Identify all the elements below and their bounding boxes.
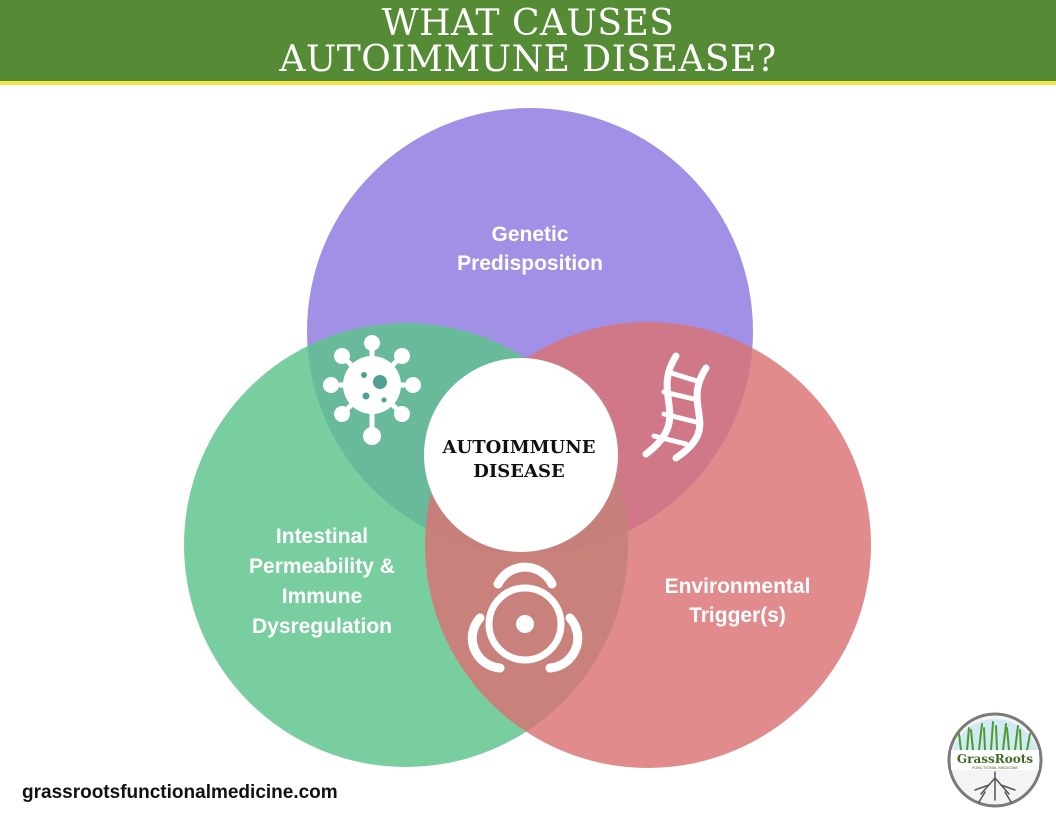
center-label-line-1: AUTOIMMUNE	[442, 437, 596, 458]
virus-icon	[323, 335, 421, 445]
website-link[interactable]: grassrootsfunctionalmedicine.com	[22, 782, 338, 803]
label-genetic: Genetic Predisposition	[380, 220, 680, 278]
center-label: AUTOIMMUNE DISEASE	[421, 436, 617, 484]
label-genetic-line-2: Predisposition	[457, 252, 603, 275]
logo-tagline: FUNCTIONAL MEDICINE	[972, 765, 1018, 770]
grassroots-logo: GrassRoots GrassRoots FUNCTIONAL MEDICIN…	[947, 712, 1043, 808]
label-environmental-line-1: Environmental	[664, 575, 811, 598]
label-environmental-line-2: Trigger(s)	[689, 604, 786, 627]
label-intestinal-line-1: Intestinal	[275, 525, 369, 548]
title-line-2: AUTOIMMUNE DISEASE?	[279, 39, 777, 80]
header-banner: WHAT CAUSES AUTOIMMUNE DISEASE?	[0, 0, 1056, 85]
label-genetic-line-1: Genetic	[491, 223, 569, 246]
label-environmental: Environmental Trigger(s)	[625, 572, 850, 630]
label-intestinal-line-4: Dysregulation	[251, 615, 393, 638]
label-intestinal: Intestinal Permeability & Immune Dysregu…	[212, 522, 432, 642]
dna-icon	[642, 352, 710, 462]
center-circle	[424, 358, 618, 552]
label-intestinal-line-3: Immune	[281, 585, 363, 608]
title-line-1: WHAT CAUSES	[381, 3, 675, 44]
logo-text: GrassRoots	[957, 752, 1033, 766]
page-title: WHAT CAUSES AUTOIMMUNE DISEASE?	[0, 6, 1056, 78]
label-intestinal-line-2: Permeability &	[249, 555, 395, 578]
center-label-line-2: DISEASE	[473, 461, 565, 482]
biohazard-icon	[467, 562, 583, 673]
